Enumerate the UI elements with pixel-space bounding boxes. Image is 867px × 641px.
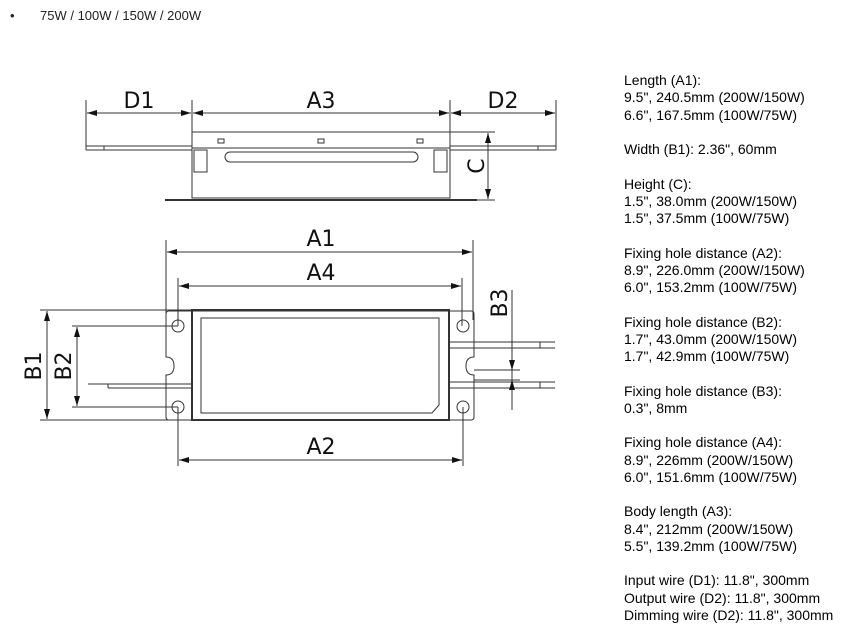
spec-title: Fixing hole distance (A4): bbox=[624, 434, 782, 451]
spec-value: 9.5", 240.5mm (200W/150W) bbox=[624, 89, 805, 106]
spec-value: Dimming wire (D2): 11.8", 300mm bbox=[624, 606, 834, 623]
label-d1: D1 bbox=[124, 89, 155, 114]
spec-title: Fixing hole distance (A2): bbox=[624, 244, 782, 261]
spec-value: 1.7", 43.0mm (200W/150W) bbox=[624, 330, 798, 347]
bullet-icon: • bbox=[10, 8, 15, 23]
spec-group: Length (A1):9.5", 240.5mm (200W/150W)6.6… bbox=[624, 72, 833, 124]
spec-value: 6.0", 153.2mm (100W/75W) bbox=[624, 279, 798, 295]
spec-group: Body length (A3):8.4", 212mm (200W/150W)… bbox=[624, 503, 833, 555]
fixing-hole bbox=[456, 319, 470, 333]
label-a1: A1 bbox=[306, 227, 335, 252]
spec-value: Output wire (D2): 11.8", 300mm bbox=[624, 589, 821, 606]
label-b2: B2 bbox=[52, 351, 77, 380]
body-top bbox=[191, 309, 450, 421]
spec-value: 8.4", 212mm (200W/150W) bbox=[624, 520, 794, 537]
label-c: C bbox=[465, 158, 490, 173]
label-d2: D2 bbox=[488, 89, 519, 114]
spec-title: Fixing hole distance (B2): bbox=[624, 313, 782, 330]
side-view bbox=[85, 100, 557, 201]
spec-value: 0.3", 8mm bbox=[624, 399, 688, 416]
spec-value: 6.6", 167.5mm (100W/75W) bbox=[624, 106, 798, 123]
dimension-drawing: D1 A3 D2 C A1 A4 A2 B1 B2 B3 bbox=[22, 89, 557, 466]
label-a2: A2 bbox=[306, 435, 335, 460]
model-list-item: • 75W / 100W / 150W / 200W bbox=[10, 8, 201, 23]
label-b1: B1 bbox=[22, 351, 47, 380]
spec-value: 6.0", 151.6mm (100W/75W) bbox=[624, 468, 798, 485]
top-view bbox=[40, 240, 555, 466]
spec-title: Length (A1): bbox=[624, 72, 702, 88]
model-wattages: 75W / 100W / 150W / 200W bbox=[40, 8, 202, 23]
mounting-flange bbox=[165, 310, 475, 421]
spec-value: 8.9", 226mm (200W/150W) bbox=[624, 451, 794, 468]
spec-value: 1.5", 38.0mm (200W/150W) bbox=[624, 192, 798, 209]
spec-title: Body length (A3): bbox=[624, 503, 733, 520]
spec-value: 8.9", 226.0mm (200W/150W) bbox=[624, 261, 805, 278]
spec-value: 1.7", 42.9mm (100W/75W) bbox=[624, 348, 790, 364]
specifications-list: Length (A1):9.5", 240.5mm (200W/150W)6.6… bbox=[624, 72, 833, 641]
spec-value: 1.5", 37.5mm (100W/75W) bbox=[624, 210, 790, 226]
spec-group: Fixing hole distance (A4):8.9", 226mm (2… bbox=[624, 434, 833, 486]
spec-title: Fixing hole distance (B3): bbox=[624, 382, 782, 399]
spec-group: Fixing hole distance (A2):8.9", 226.0mm … bbox=[624, 245, 833, 297]
spec-title: Input wire (D1): 11.8", 300mm bbox=[624, 572, 810, 589]
body-side bbox=[191, 131, 451, 199]
spec-group: Fixing hole distance (B2):1.7", 43.0mm (… bbox=[624, 314, 833, 366]
spec-title: Height (C): bbox=[624, 175, 692, 192]
label-a4: A4 bbox=[306, 261, 335, 286]
spec-group: Width (B1): 2.36", 60mm bbox=[624, 141, 833, 158]
label-a3: A3 bbox=[306, 89, 335, 114]
spec-group: Fixing hole distance (B3):0.3", 8mm bbox=[624, 383, 833, 418]
spec-title: Width (B1): 2.36", 60mm bbox=[624, 141, 777, 157]
label-b3: B3 bbox=[488, 288, 513, 317]
spec-value: 5.5", 139.2mm (100W/75W) bbox=[624, 537, 798, 554]
spec-group: Height (C):1.5", 38.0mm (200W/150W)1.5",… bbox=[624, 176, 833, 228]
